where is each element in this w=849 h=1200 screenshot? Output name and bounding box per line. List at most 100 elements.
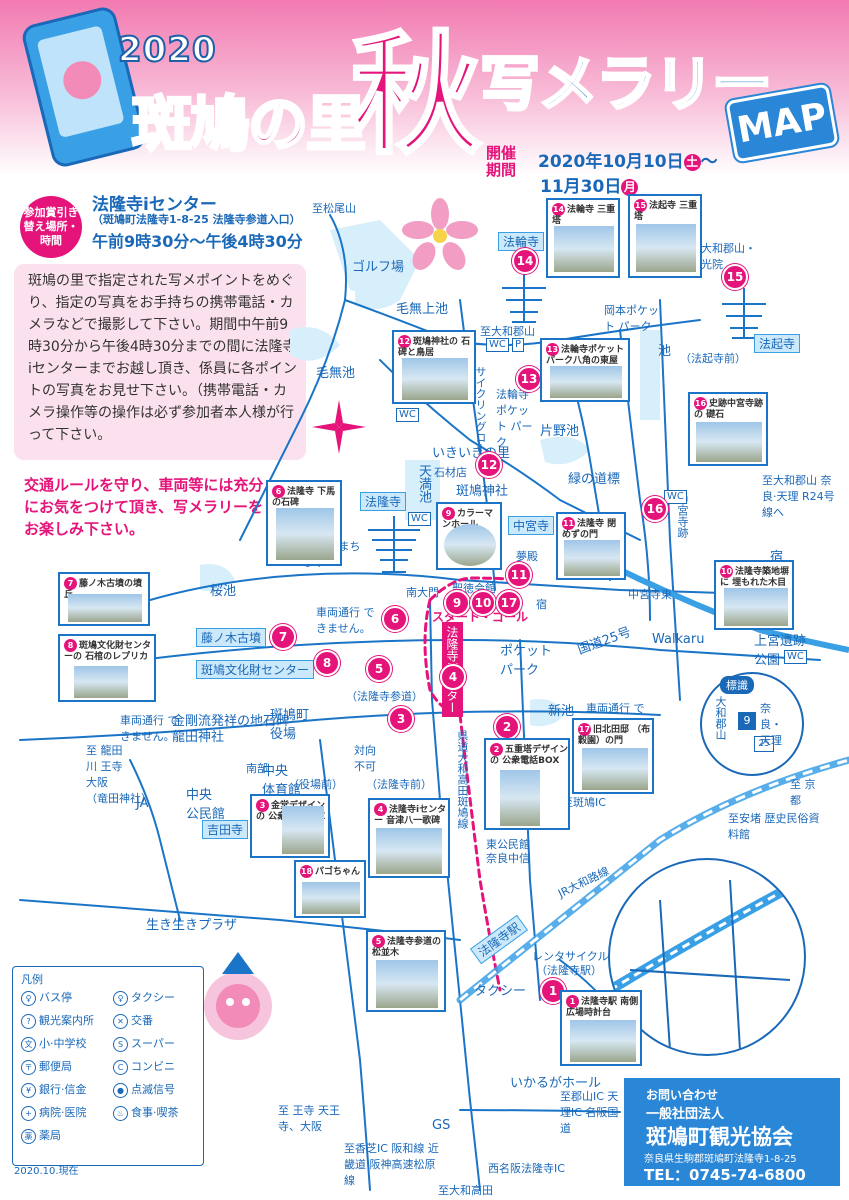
pin-7: 7: [270, 624, 296, 650]
label-shuku: 宿: [536, 598, 547, 611]
label-shi-kyoto: 至 京都: [790, 778, 816, 807]
tag-yoshidaji: 吉田寺: [202, 820, 249, 839]
legend-signal: ●点滅信号: [113, 1081, 175, 1098]
label-pocket-park: ポケット パーク: [500, 644, 553, 678]
label-tensai: 天満池: [416, 464, 431, 503]
title-aki: 秋: [349, 18, 484, 173]
photo-card-3: 3金堂デザインの 公衆電話BOX: [250, 794, 330, 858]
pin-3: 3: [388, 706, 414, 732]
period-label: 開催期間: [486, 144, 517, 179]
label-shi-yamato-takada: 至大和高田: [438, 1184, 493, 1197]
legend-title: 凡例: [21, 973, 43, 986]
period-start: 2020年10月10日土〜: [538, 152, 718, 172]
tag-fujinoki: 藤ノ木古墳: [196, 628, 267, 647]
photo-card-9: 9カラーマンホール: [436, 502, 502, 570]
legend-school: 文小·中学校: [21, 1035, 87, 1052]
pin-13: 13: [516, 366, 542, 392]
label-ikaruga-hall: いかるがホール: [510, 1076, 602, 1091]
contact-address: 奈良県生駒郡斑鳩町法隆寺1-8-25: [644, 1154, 797, 1165]
photo-7: [68, 594, 142, 622]
pin-8: 8: [314, 650, 340, 676]
photo-3: [282, 806, 324, 854]
hokkiji-pagoda-icon: [722, 288, 766, 339]
photo-5: [376, 960, 438, 1008]
label-no-through-1: 車両通行 できません。: [316, 606, 375, 635]
wc-marker: WC: [396, 408, 419, 422]
photo-13: [550, 366, 622, 398]
label-rekishi: 至安堵 歴史民俗資料館: [728, 812, 820, 841]
photo-11: [564, 540, 620, 576]
pin-9: 9: [444, 590, 470, 616]
legend-pharmacy: 薬薬局: [21, 1127, 61, 1144]
label-chuguji-higashi: 中宮寺東: [628, 588, 672, 601]
cosmos-flower-icon: [402, 198, 478, 270]
label-ike: 池: [658, 344, 672, 359]
contact-box: お問い合わせ 一般社団法人 斑鳩町観光協会 奈良県生駒郡斑鳩町法隆寺1-8-25…: [624, 1078, 840, 1186]
label-nara-chushin: 奈良中信: [486, 852, 530, 865]
pin-5: 5: [366, 656, 392, 682]
contact-phone[interactable]: TEL：0745-74-6800: [644, 1166, 806, 1184]
pin-6: 6: [382, 606, 408, 632]
route-25-icon: 25: [754, 736, 774, 752]
legend-bank: ¥銀行·信金: [21, 1081, 87, 1098]
label-kenmin: 県道大和高田斑鳩線: [456, 730, 469, 829]
label-ikaruga-shrine: 斑鳩神社: [456, 484, 509, 499]
mascot-pagochan-icon: [204, 952, 272, 1040]
photo-12: [402, 358, 468, 400]
legend-info: ?観光案内所: [21, 1012, 94, 1029]
photo-6: [276, 508, 334, 560]
label-joiseki: 上宮遺跡 公園: [754, 634, 807, 668]
legend-police: ✕交番: [113, 1012, 153, 1029]
pin-16: 16: [642, 496, 668, 522]
label-kenashi: 毛無池: [316, 366, 356, 381]
label-hokkiji-side: （法起寺前）: [680, 352, 746, 365]
label-matsuoyama: 至松尾山: [312, 202, 356, 215]
label-higashi-kominkan: 東公民館: [486, 838, 530, 851]
tag-horyuji: 法隆寺: [360, 492, 407, 511]
label-tatsuta: 龍田神社: [172, 730, 225, 745]
compass-rose: [312, 400, 366, 454]
label-horinji-park: 法輪寺 ポケット パーク: [496, 388, 533, 449]
footer-date: 2020.10.現在: [14, 1166, 79, 1177]
horyuji-pagoda-icon: [368, 516, 420, 573]
pin-2: 2: [494, 714, 520, 740]
pin-17: 17: [496, 590, 522, 616]
title-shamerally: 写メラリー: [479, 49, 774, 122]
label-shi-ikaruga-ic: 至斑鳩IC: [562, 796, 606, 809]
label-horyuji-mae: （法隆寺前）: [366, 778, 432, 791]
label-no-through-3: 車両通行 できません。: [120, 714, 179, 743]
route-9-icon: 9: [738, 712, 756, 730]
center-name: 法隆寺iセンター: [92, 195, 217, 215]
pond-east: [640, 330, 660, 420]
label-shi-yamato2: 至大和郡山: [480, 325, 535, 338]
legend-post: 〒郵便局: [21, 1058, 72, 1075]
tag-horinji: 法輪寺: [498, 232, 545, 251]
photo-8: [74, 666, 128, 698]
shinike-pond: [530, 699, 565, 727]
label-golf: ゴルフ場: [352, 260, 405, 275]
label-nanbu: 南部: [246, 762, 268, 775]
wc-marker: WC: [408, 512, 431, 526]
kenashi-kami-pond: [355, 286, 400, 309]
title-ikaruga: 斑鳩の里: [131, 89, 368, 162]
label-minami-omon: 南大門: [406, 586, 439, 599]
wc-marker: WC: [486, 338, 509, 352]
pin-10: 10: [470, 590, 496, 616]
pin-11: 11: [506, 562, 532, 588]
label-yakuba-paren: （役場前）: [288, 778, 343, 791]
legend-taxi: ♀タクシー: [113, 989, 175, 1006]
photo-18: [302, 882, 360, 914]
center-address: （斑鳩町法隆寺1-8-25 法隆寺参道入口）: [92, 213, 301, 226]
label-kotsu: 対向 不可: [354, 744, 376, 773]
pin-12: 12: [476, 452, 502, 478]
label-kenashi-kami: 毛無上池: [396, 302, 449, 317]
tag-hokkiji: 法起寺: [754, 334, 801, 353]
